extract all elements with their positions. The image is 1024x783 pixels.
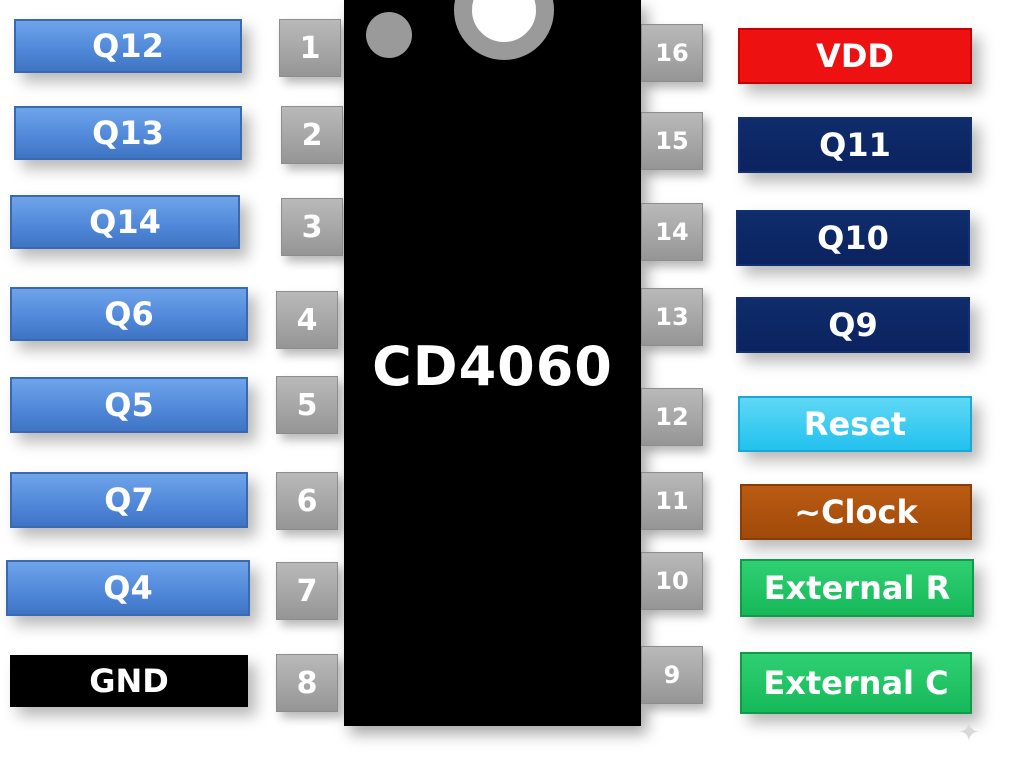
pin-number-9: 9 — [641, 646, 703, 704]
pin-label-q4: Q4 — [6, 560, 250, 616]
pin-label-q6: Q6 — [10, 287, 248, 341]
pin-number-16: 16 — [641, 24, 703, 82]
pin-label-q7: Q7 — [10, 472, 248, 528]
ic-chip-body: CD4060 — [344, 0, 641, 726]
pin-label-q13: Q13 — [14, 106, 242, 160]
pin-label-vdd: VDD — [738, 28, 972, 84]
pin-label-reset: Reset — [738, 396, 972, 452]
pin-number-3: 3 — [281, 198, 343, 256]
pin-label-clock: ~Clock — [740, 484, 972, 540]
pin-number-6: 6 — [276, 472, 338, 530]
pin-number-15: 15 — [641, 112, 703, 170]
pin-number-10: 10 — [641, 552, 703, 610]
pin-number-5: 5 — [276, 376, 338, 434]
pin-label-external-r: External R — [740, 559, 974, 617]
chip-notch — [454, 0, 554, 60]
pin-number-8: 8 — [276, 654, 338, 712]
pin-number-12: 12 — [641, 388, 703, 446]
pin1-indicator-dot — [366, 12, 412, 58]
pin-label-q9: Q9 — [736, 297, 970, 353]
pin-label-q14: Q14 — [10, 195, 240, 249]
pin-number-14: 14 — [641, 203, 703, 261]
pin-label-gnd: GND — [10, 655, 248, 707]
pin-number-4: 4 — [276, 291, 338, 349]
pin-number-1: 1 — [279, 19, 341, 77]
pin-label-q10: Q10 — [736, 210, 970, 266]
pin-number-7: 7 — [276, 562, 338, 620]
pin-number-2: 2 — [281, 106, 343, 164]
chip-name: CD4060 — [372, 335, 613, 398]
pin-label-external-c: External C — [740, 652, 972, 714]
sparkle-icon: ✦ — [958, 718, 980, 748]
pin-label-q12: Q12 — [14, 19, 242, 73]
pin-label-q11: Q11 — [738, 117, 972, 173]
pin-label-q5: Q5 — [10, 377, 248, 433]
pin-number-11: 11 — [641, 472, 703, 530]
pin-number-13: 13 — [641, 288, 703, 346]
